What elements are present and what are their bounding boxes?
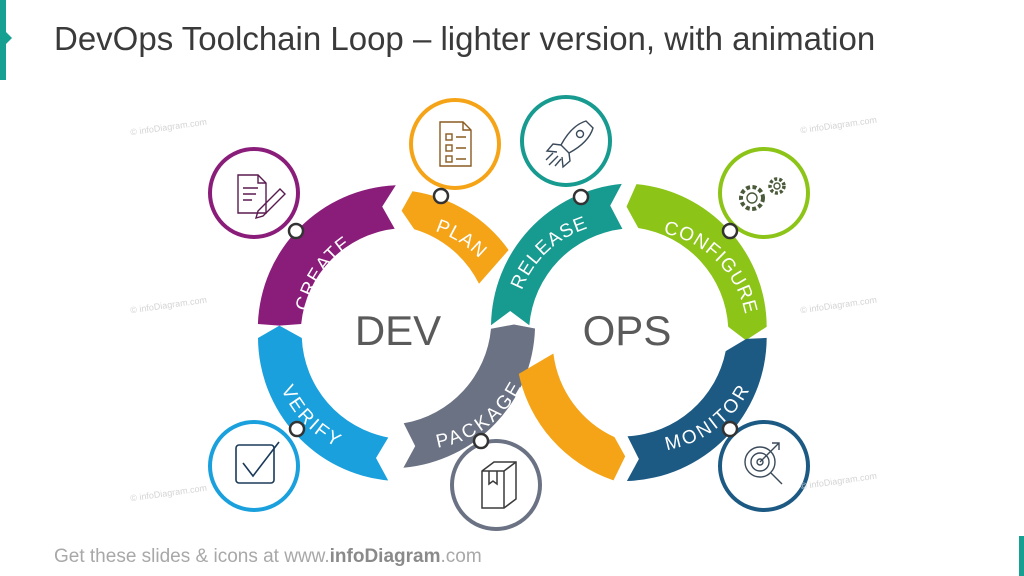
document-pen-icon [237,174,286,220]
connector-dot-verify [288,420,306,438]
connector-dot-create [287,222,305,240]
icon-circle-monitor [718,420,810,512]
connector-dot-configure [721,222,739,240]
segment-verify [258,325,389,481]
icon-circle-verify [208,420,300,512]
segment-release [491,183,623,326]
connector-dot-release [572,188,590,206]
slide-accent-bar-right [1019,536,1024,576]
slide-accent-bar [0,0,12,80]
footer-prefix: Get these slides & icons at www. [54,546,330,567]
icon-circle-configure [718,147,810,239]
target-search-icon [744,442,783,485]
footer-suffix: .com [440,546,482,567]
footer-brand: infoDiagram [329,546,441,567]
checklist-icon [439,121,472,167]
segment-configure [626,184,767,341]
footer-credit: Get these slides & icons at www.infoDiag… [54,546,482,568]
box-icon [481,461,517,509]
segment-package [403,324,535,468]
loop-label-dev: DEV [355,307,441,354]
connector-dot-monitor [721,420,739,438]
loop-label-ops: OPS [583,307,672,354]
segment-create [257,185,396,326]
segment-ops-lower [518,353,626,481]
gears-icon [739,177,786,211]
checkbox-icon [235,441,280,484]
icon-circle-plan [409,98,501,190]
segment-monitor [626,337,767,481]
icon-circle-package [450,439,542,531]
page-title: DevOps Toolchain Loop – lighter version,… [54,20,876,57]
icon-circle-release [520,95,612,187]
connector-dot-plan [432,187,450,205]
rocket-icon [545,120,594,169]
connector-dot-package [472,432,490,450]
icon-circle-create [208,147,300,239]
segment-plan [401,191,509,284]
